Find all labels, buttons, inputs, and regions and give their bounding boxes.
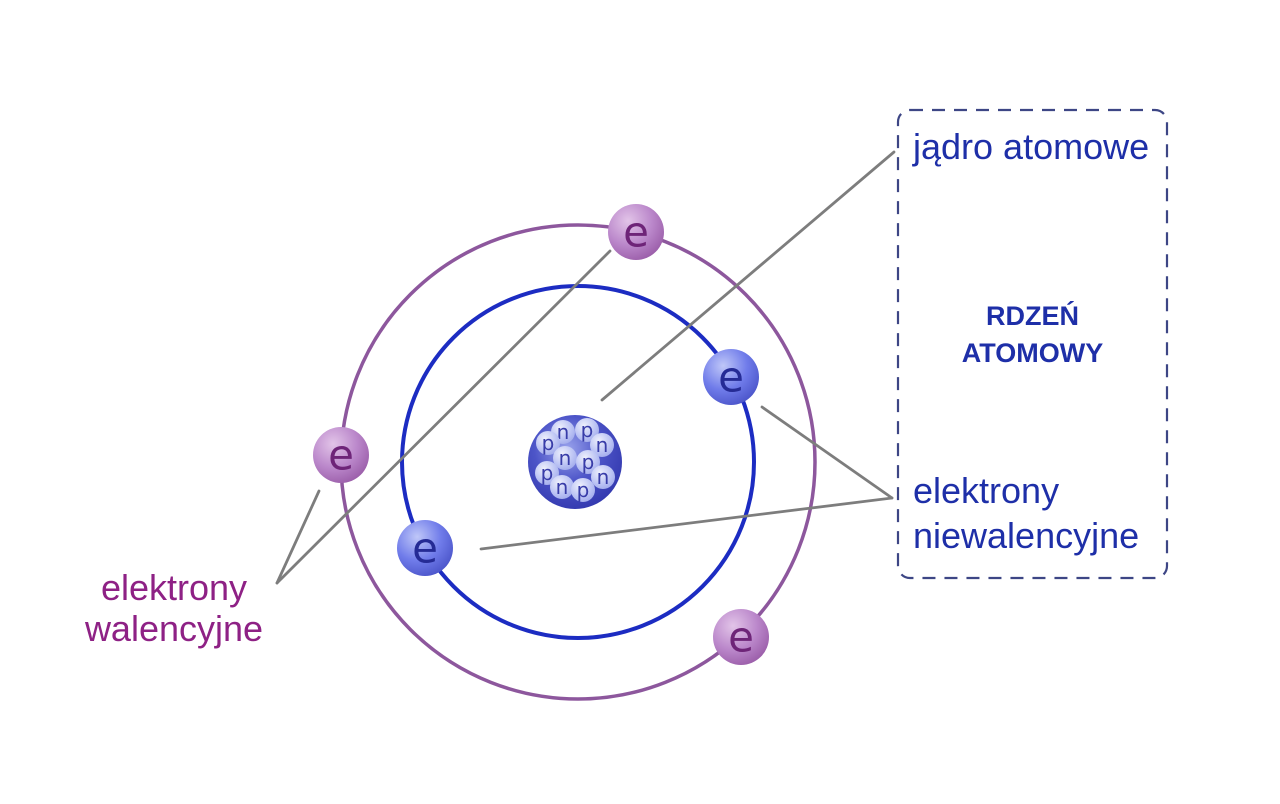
pointer-line-valence-top: [275, 249, 612, 585]
valence-electron: e: [313, 427, 369, 483]
nucleon-symbol: p: [577, 478, 590, 502]
nucleon-symbol: p: [541, 461, 554, 485]
nucleon-n: n: [591, 465, 615, 489]
nonvalence-electrons-label: elektrony niewalencyjne: [913, 468, 1139, 558]
valence-electrons-label: elektrony walencyjne: [58, 567, 290, 649]
nucleon-symbol: p: [542, 431, 555, 455]
electron-symbol: e: [412, 524, 438, 573]
nucleon-n: n: [553, 446, 577, 470]
nucleon-symbol: p: [581, 418, 594, 442]
nucleon-p: p: [535, 461, 559, 485]
nucleon-n: n: [550, 475, 574, 499]
nucleon-p: p: [575, 418, 599, 442]
valence-electron: e: [713, 609, 769, 665]
pointer-line-nonvalence-lower: [479, 496, 894, 551]
core-box-title: RDZEŃ ATOMOWY: [898, 298, 1167, 372]
core-box: [896, 108, 1169, 580]
valence-electron: e: [608, 204, 664, 260]
electron-symbol: e: [623, 208, 649, 257]
nonvalence-electron: e: [703, 349, 759, 405]
core-box-title-line1: RDZEŃ: [986, 301, 1079, 331]
valence-electrons-label-line1: elektrony: [100, 567, 248, 608]
nucleon-p: p: [571, 478, 595, 502]
electron-symbol: e: [718, 353, 744, 402]
nucleon-symbol: n: [596, 433, 609, 457]
pointer-line-nonvalence-upper: [760, 405, 894, 500]
nucleon-symbol: n: [597, 465, 610, 489]
nucleus-label: jądro atomowe: [913, 126, 1150, 167]
nucleon-p: p: [576, 450, 600, 474]
nonvalence-electrons-label-line1: elektrony: [913, 470, 1060, 511]
electron-symbol: e: [728, 613, 754, 662]
pointer-line-valence-left: [275, 489, 321, 585]
nucleon-p: p: [536, 431, 560, 455]
nucleon-n: n: [590, 433, 614, 457]
nucleon-symbol: n: [559, 446, 572, 470]
pointer-line-nucleus: [600, 150, 896, 402]
nucleon-symbol: n: [557, 420, 570, 444]
nucleon-symbol: n: [556, 475, 569, 499]
inner-orbit: [400, 284, 756, 640]
valence-electrons-label-line2: walencyjne: [84, 608, 264, 649]
nonvalence-electron: e: [397, 520, 453, 576]
nonvalence-electrons-label-line2: niewalencyjne: [913, 515, 1140, 556]
core-box-title-line2: ATOMOWY: [961, 338, 1104, 368]
electrons-group: e e e e e: [313, 204, 769, 665]
electron-symbol: e: [328, 431, 354, 480]
nucleon-symbol: p: [582, 450, 595, 474]
